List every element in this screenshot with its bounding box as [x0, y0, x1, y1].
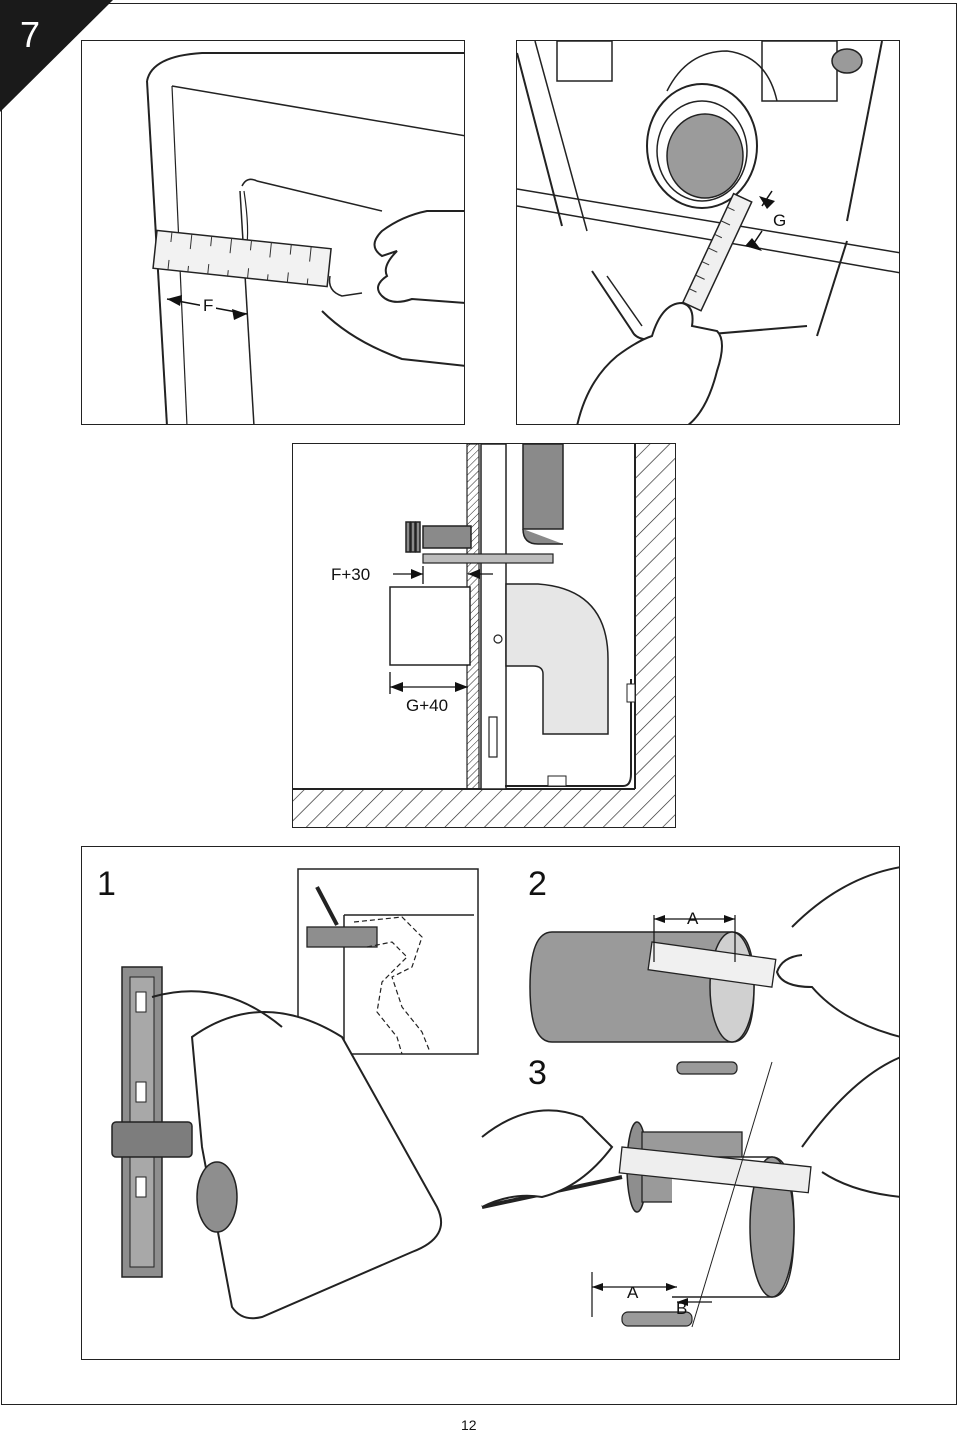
step-number: 7 [20, 14, 41, 55]
illustration-section [293, 444, 675, 827]
panel-section-view: F+30 G+40 [292, 443, 676, 828]
substep-3-number: 3 [528, 1054, 547, 1092]
dimension-a-top-label: A [687, 909, 699, 928]
dimension-g-label: G [773, 211, 787, 230]
illustration-cabinet-ruler [146, 52, 464, 424]
dimension-a-bottom-label: A [627, 1283, 639, 1302]
illustration-substeps [111, 866, 899, 1328]
panel-measure-f: F [81, 40, 465, 425]
ruler [152, 229, 332, 288]
illustration-pipe-ruler [517, 41, 899, 424]
dimension-b-label: B [676, 1299, 688, 1318]
dimension-f-label: F [200, 296, 217, 316]
panel-substeps: 1 2 3 A A B [81, 846, 900, 1360]
step-badge-shape [0, 0, 113, 112]
dimension-g-plus-40-label: G+40 [406, 696, 449, 715]
substep-1-number: 1 [97, 865, 116, 903]
panel-measure-g: G [516, 40, 900, 425]
dimension-f-plus-30-label: F+30 [331, 565, 371, 584]
page-number: 12 [461, 1417, 477, 1433]
substep-2-number: 2 [528, 865, 547, 903]
